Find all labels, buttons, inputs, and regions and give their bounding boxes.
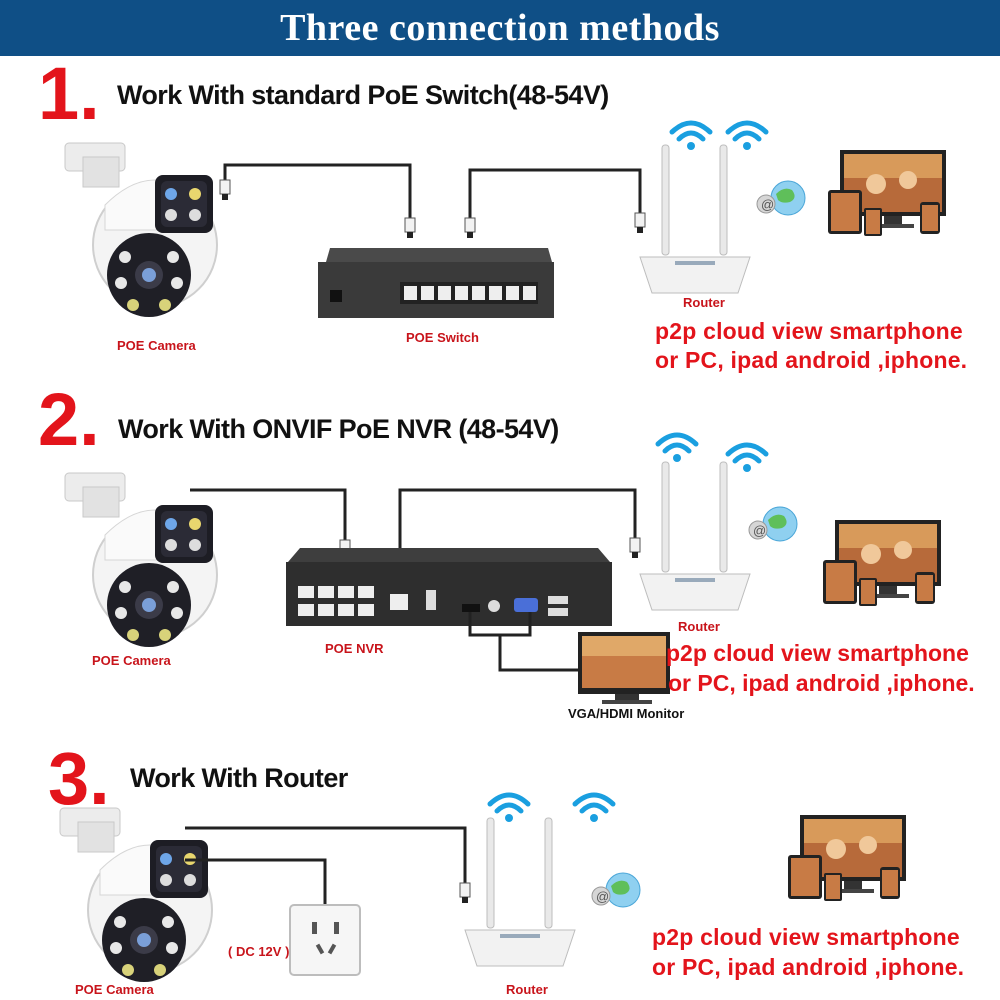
section1-router-plug	[634, 212, 646, 234]
section2-wifi-icon-2	[728, 445, 766, 472]
section3-wifi-icon	[490, 795, 528, 822]
section2-camera-label: POE Camera	[92, 653, 171, 668]
title-banner	[0, 0, 1000, 56]
section1-uplink-plug	[464, 217, 476, 239]
section2-cloud-globe-icon	[748, 506, 798, 542]
page-title: Three connection methods	[280, 7, 720, 49]
section3-router-cable	[185, 826, 467, 885]
section1-switch-plug	[404, 217, 416, 239]
section2-cloud-text-line2: or PC, ipad android ,iphone.	[668, 670, 975, 696]
section2-camera-cable	[190, 488, 347, 540]
section3-router-plug	[459, 882, 471, 904]
section1-router-cable	[468, 168, 642, 220]
section2-monitor-image	[578, 632, 670, 704]
section2-nvr-image	[286, 548, 612, 626]
section3-heading: Work With Router	[130, 763, 348, 793]
section3-cloud-text-line1: p2p cloud view smartphone	[652, 924, 960, 950]
section2-camera-image	[64, 472, 218, 648]
section3-camera-image	[59, 807, 213, 983]
section1-camera-cable	[223, 163, 412, 220]
section1-number: 1.	[38, 52, 100, 135]
section2-heading: Work With ONVIF PoE NVR (48-54V)	[118, 414, 559, 444]
section1-switch-label: POE Switch	[406, 330, 479, 345]
section3-power-label: ( DC 12V )	[228, 944, 290, 959]
section1-camera-plug	[219, 179, 231, 201]
section2-number: 2.	[38, 378, 100, 461]
section1-switch-image	[318, 248, 554, 318]
section3-router-label: Router	[506, 982, 548, 997]
section3-router-image	[464, 817, 576, 967]
section2-cloud-text-line1: p2p cloud view smartphone	[666, 640, 969, 666]
section3-cloud-text-line2: or PC, ipad android ,iphone.	[652, 954, 965, 980]
section3-wifi-icon-2	[575, 795, 613, 822]
section3-number: 3.	[48, 737, 110, 820]
section2-router-label: Router	[678, 619, 720, 634]
section2-viewing-devices-image	[823, 520, 941, 606]
section1-camera-label: POE Camera	[117, 338, 196, 353]
section3-camera-label: POE Camera	[75, 982, 154, 997]
section1-wifi-icon	[672, 123, 710, 150]
section1-wifi-icon-2	[728, 123, 766, 150]
section2-monitor-cable-b	[498, 635, 580, 672]
section3-viewing-devices-image	[788, 815, 906, 901]
section2-nvr-label: POE NVR	[325, 641, 384, 656]
section1-router-image	[639, 144, 751, 294]
section2-wifi-icon	[658, 435, 696, 462]
section2-monitor-label: VGA/HDMI Monitor	[568, 706, 685, 721]
section2-router-plug	[629, 537, 641, 559]
section3-cloud-globe-icon	[591, 872, 641, 908]
section2-router-image	[639, 461, 751, 611]
section2-router-cable	[398, 488, 637, 580]
section1-heading: Work With standard PoE Switch(48-54V)	[117, 80, 609, 110]
section1-cloud-text-line2: or PC, ipad android ,iphone.	[655, 347, 968, 373]
section3-power-cable	[185, 858, 327, 905]
section1-cloud-text-line1: p2p cloud view smartphone	[655, 318, 963, 344]
section1-router-label: Router	[683, 295, 725, 310]
section1-cloud-globe-icon	[756, 180, 806, 216]
section1-camera-image	[64, 142, 218, 318]
section3-power-outlet-image	[289, 904, 361, 976]
section1-viewing-devices-image	[828, 150, 946, 236]
